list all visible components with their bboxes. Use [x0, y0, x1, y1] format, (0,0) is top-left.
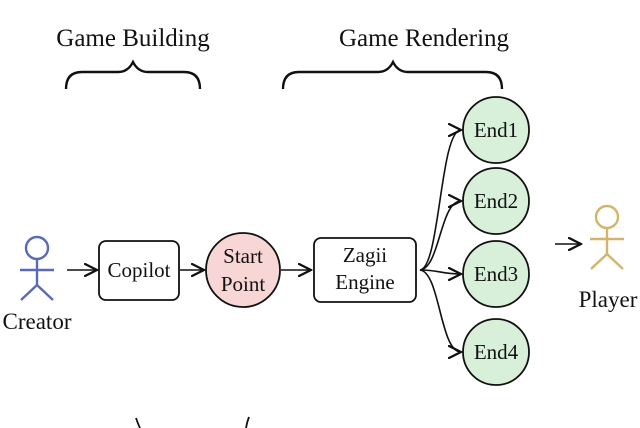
arrow-engine-end4	[419, 269, 461, 352]
copilot-label: Copilot	[107, 258, 170, 282]
engine-label-line1: Zagii	[343, 243, 387, 267]
end1-label: End1	[474, 118, 518, 142]
end4-node	[462, 318, 530, 386]
copilot-box	[98, 240, 180, 301]
creator-figure-icon	[20, 235, 54, 301]
start-point-label-line1: Start	[223, 244, 263, 268]
player-label: Player	[579, 287, 638, 312]
arrow-engine-end2	[419, 201, 461, 271]
brace-rendering	[281, 59, 504, 90]
bottom-brace-fragment-right	[245, 416, 250, 428]
start-point-node	[205, 232, 281, 308]
player-figure-icon	[590, 204, 624, 270]
end3-label: End3	[474, 262, 518, 286]
end2-label: End2	[474, 189, 518, 213]
arrow-engine-end3	[419, 270, 461, 274]
creator-label: Creator	[3, 309, 72, 334]
brace-building	[64, 59, 202, 90]
end4-label: End4	[474, 340, 519, 364]
end2-node	[462, 167, 530, 235]
end1-node	[462, 96, 530, 164]
engine-label-line2: Engine	[335, 270, 394, 294]
end3-node	[462, 240, 530, 308]
section-title-rendering: Game Rendering	[339, 25, 510, 52]
section-title-building: Game Building	[56, 25, 210, 52]
bottom-brace-fragment-left	[135, 417, 141, 428]
start-point-label-line2: Point	[221, 272, 266, 296]
arrow-engine-end1	[419, 130, 461, 271]
engine-box	[313, 237, 417, 303]
